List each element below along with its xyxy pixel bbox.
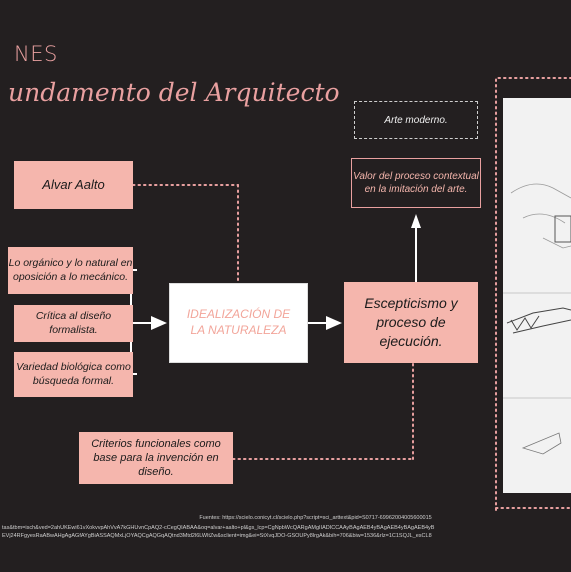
- footer-url-1: tas&tbm=isch&ved=2ahUKEwi61vXokvvpAhVvA7…: [2, 525, 435, 531]
- arrow-up-head: [411, 214, 421, 228]
- sketch-section: [521, 432, 562, 455]
- box-organic: Lo orgánico y lo natural en oposición a …: [8, 247, 133, 294]
- arrow-idealization-head: [326, 316, 342, 330]
- box-functional-criteria: Criterios funcionales como base para la …: [79, 432, 233, 484]
- box-critique: Crítica al diseño formalista.: [14, 305, 133, 342]
- footer-sources: Fuentes: https://scielo.conicyt.cl/sciel…: [199, 515, 432, 521]
- sketch-building: [554, 215, 571, 243]
- footer-url-2: EVj24RFgyesRaABwAHgAgAGfAYgBiASSAQMxLjOY…: [2, 533, 432, 539]
- slide-title-fragment: NES: [14, 42, 58, 66]
- architecture-drawing-image: [503, 98, 571, 493]
- arrow-critique-head: [151, 316, 167, 330]
- box-skepticism: Escepticismo y proceso de ejecución.: [344, 282, 478, 363]
- box-idealization: IDEALIZACIÓN DE LA NATURALEZA: [169, 283, 308, 363]
- box-variety: Variedad biológica como búsqueda formal.: [14, 352, 133, 397]
- slide-subtitle: undamento del Arquitecto: [8, 78, 340, 107]
- box-process-value: Valor del proceso contextual en la imita…: [351, 158, 481, 208]
- box-alvar-aalto: Alvar Aalto: [14, 161, 133, 209]
- dotted-frame-right: [495, 77, 571, 511]
- architecture-sketch: [503, 183, 571, 455]
- box-modern-art: Arte moderno.: [354, 101, 478, 139]
- sketch-elevation: [506, 307, 571, 334]
- sketch-plan: [510, 183, 571, 249]
